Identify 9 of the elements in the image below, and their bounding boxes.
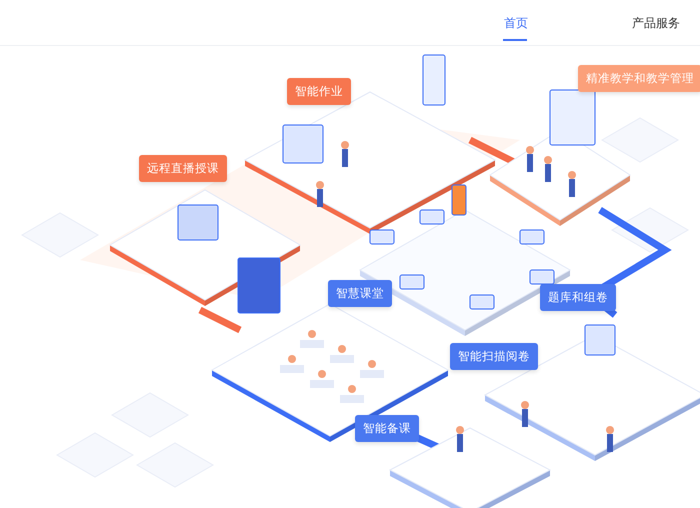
- active-nav-link: 首页: [504, 15, 528, 32]
- label-tag: 智慧课堂: [328, 280, 392, 307]
- label-tag: 远程直播授课: [139, 155, 227, 182]
- nav-link: 产品服务: [632, 15, 680, 32]
- label-tag: 智能扫描阅卷: [450, 343, 538, 370]
- label-tag: 智能作业: [287, 78, 351, 105]
- label-tag: 精准教学和教学管理: [578, 65, 700, 92]
- label-tag: 题库和组卷: [540, 284, 616, 311]
- label-tag: 智能备课: [355, 415, 419, 442]
